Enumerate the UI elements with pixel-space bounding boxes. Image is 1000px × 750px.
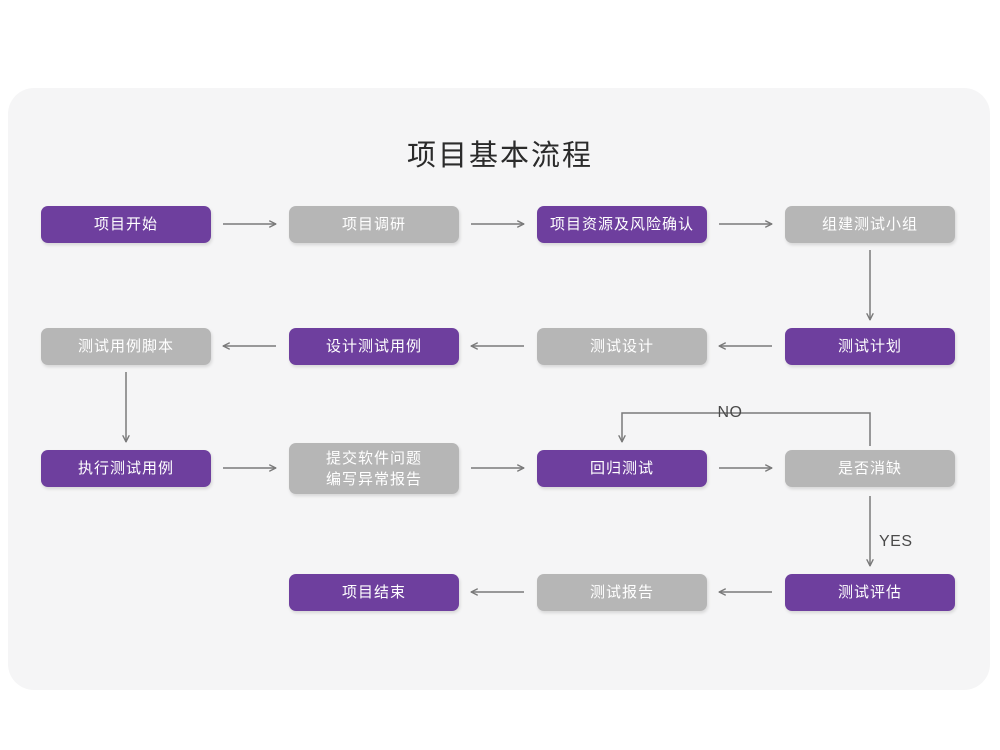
node-label: 测试评估 [837, 584, 902, 601]
node-submit-issue-report[interactable]: 提交软件问题 编写异常报告 [289, 443, 459, 494]
node-label: 项目结束 [341, 584, 406, 601]
node-label: 回归测试 [589, 460, 654, 477]
node-defect-resolved-decision[interactable]: 是否消缺 [785, 450, 955, 487]
node-label: 是否消缺 [837, 460, 902, 477]
node-label: 项目调研 [341, 216, 406, 233]
node-regression-test[interactable]: 回归测试 [537, 450, 707, 487]
page-title: 项目基本流程 [406, 140, 593, 172]
node-test-design[interactable]: 测试设计 [537, 328, 707, 365]
node-label: 项目资源及风险确认 [549, 216, 694, 233]
node-project-end[interactable]: 项目结束 [289, 574, 459, 611]
node-label: 测试设计 [589, 338, 654, 355]
node-test-case-script[interactable]: 测试用例脚本 [41, 328, 211, 365]
node-project-start[interactable]: 项目开始 [41, 206, 211, 243]
edge-label-no: NO [717, 404, 743, 421]
node-label: 提交软件问题 编写异常报告 [325, 449, 422, 488]
node-test-plan[interactable]: 测试计划 [785, 328, 955, 365]
node-label: 测试计划 [837, 338, 902, 355]
node-resource-risk-confirm[interactable]: 项目资源及风险确认 [537, 206, 707, 243]
node-label: 设计测试用例 [325, 338, 422, 355]
edge-label-yes: YES [879, 533, 913, 550]
node-label: 项目开始 [93, 216, 158, 233]
node-label: 执行测试用例 [77, 460, 174, 477]
node-form-test-team[interactable]: 组建测试小组 [785, 206, 955, 243]
node-design-test-case[interactable]: 设计测试用例 [289, 328, 459, 365]
node-label: 测试报告 [589, 584, 654, 601]
node-project-research[interactable]: 项目调研 [289, 206, 459, 243]
node-label: 组建测试小组 [821, 216, 918, 233]
node-test-report[interactable]: 测试报告 [537, 574, 707, 611]
node-test-evaluation[interactable]: 测试评估 [785, 574, 955, 611]
node-label: 测试用例脚本 [77, 338, 174, 355]
node-execute-test-case[interactable]: 执行测试用例 [41, 450, 211, 487]
